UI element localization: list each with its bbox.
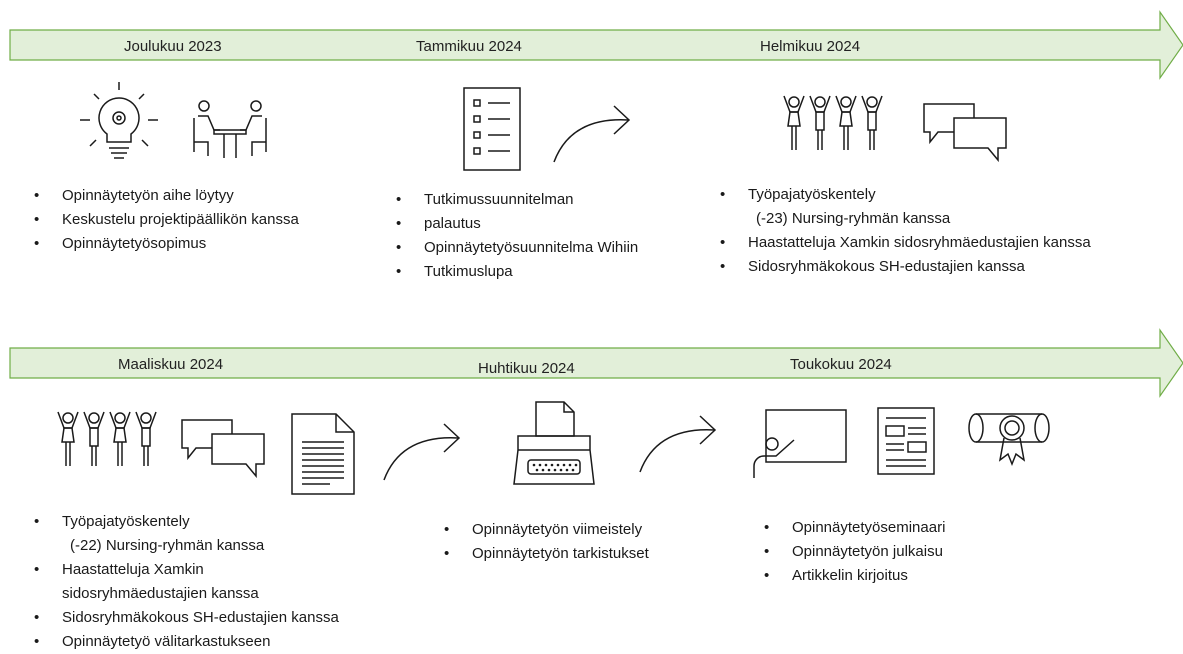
list-item: •Työpajatyöskentely bbox=[34, 513, 190, 530]
group-people-icon bbox=[783, 95, 883, 150]
curved-arrow-icon bbox=[639, 415, 717, 473]
list-item: •Opinnäytetyöseminaari bbox=[764, 519, 946, 536]
timeline-arrow-2 bbox=[9, 328, 1183, 398]
list-item: •Opinnäytetyön viimeistely bbox=[444, 521, 643, 538]
list-item: •Opinnäytetyön tarkistukset bbox=[444, 545, 649, 562]
diploma-icon bbox=[968, 413, 1050, 467]
task-list: •Työpajatyöskentely (-22) Nursing-ryhmän… bbox=[30, 510, 339, 654]
month-label: Helmikuu 2024 bbox=[760, 38, 861, 55]
month-label: Toukokuu 2024 bbox=[790, 356, 892, 373]
group-people-icon bbox=[57, 411, 157, 466]
task-list: •Opinnäytetyön viimeistely •Opinnäytetyö… bbox=[440, 518, 649, 566]
document-icon bbox=[291, 413, 355, 495]
list-item: •Artikkelin kirjoitus bbox=[764, 567, 908, 584]
list-item: •Sidosryhmäkokous SH-edustajien kanssa bbox=[720, 258, 1025, 275]
task-list: •Opinnäytetyön aihe löytyy •Keskustelu p… bbox=[30, 184, 299, 256]
list-item: •Haastatteluja Xamkin bbox=[34, 561, 204, 578]
meeting-icon bbox=[193, 100, 267, 158]
list-item: •Sidosryhmäkokous SH-edustajien kanssa bbox=[34, 609, 339, 626]
list-item-continuation: sidosryhmäedustajien kanssa bbox=[62, 585, 259, 602]
list-item: •Työpajatyöskentely bbox=[720, 186, 876, 203]
month-label: Huhtikuu 2024 bbox=[478, 360, 575, 377]
typewriter-icon bbox=[513, 401, 595, 485]
list-item: •Opinnäytetyön aihe löytyy bbox=[34, 187, 234, 204]
list-item: •Keskustelu projektipäällikön kanssa bbox=[34, 211, 299, 228]
newspaper-icon bbox=[877, 407, 935, 475]
month-label: Joulukuu 2023 bbox=[124, 38, 222, 55]
presentation-icon bbox=[753, 409, 847, 478]
list-item-continuation: (-22) Nursing-ryhmän kanssa bbox=[70, 537, 265, 554]
curved-arrow-icon bbox=[383, 423, 461, 481]
month-label: Tammikuu 2024 bbox=[416, 38, 522, 55]
list-item: •Opinnäytetyön julkaisu bbox=[764, 543, 943, 560]
curved-arrow-icon bbox=[553, 105, 631, 163]
lightbulb-gear-icon bbox=[80, 82, 158, 159]
list-item: •Opinnäytetyösuunnitelma Wihiin bbox=[396, 239, 639, 256]
list-item-continuation: (-23) Nursing-ryhmän kanssa bbox=[756, 210, 951, 227]
list-item: •Opinnäytetyösopimus bbox=[34, 235, 207, 252]
list-item: •palautus bbox=[396, 215, 481, 232]
task-list: •Työpajatyöskentely (-23) Nursing-ryhmän… bbox=[716, 183, 1091, 279]
month-label: Maaliskuu 2024 bbox=[118, 356, 224, 373]
list-item: •Tutkimussuunnitelman bbox=[396, 191, 574, 208]
speech-bubbles-icon bbox=[923, 103, 1007, 163]
list-item: •Opinnäytetyö välitarkastukseen bbox=[34, 633, 271, 650]
task-list: •Opinnäytetyöseminaari •Opinnäytetyön ju… bbox=[760, 516, 945, 588]
list-item: •Tutkimuslupa bbox=[396, 263, 513, 280]
task-list: •Tutkimussuunnitelman •palautus •Opinnäy… bbox=[392, 188, 638, 284]
speech-bubbles-icon bbox=[181, 419, 265, 479]
checklist-icon bbox=[463, 87, 521, 171]
timeline-arrow-1 bbox=[9, 10, 1183, 80]
list-item: •Haastatteluja Xamkin sidosryhmäedustaji… bbox=[720, 234, 1091, 251]
